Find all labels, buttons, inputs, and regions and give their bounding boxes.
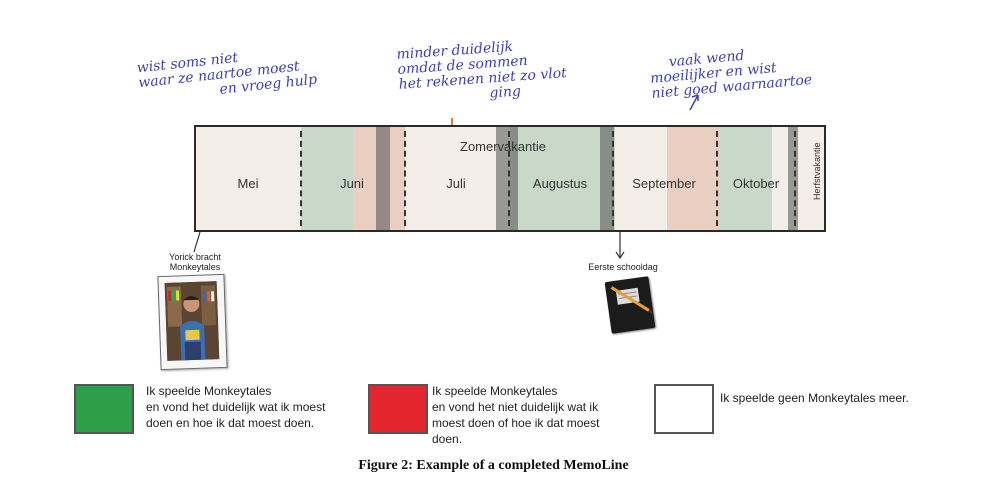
legend-line: Ik speelde geen Monkeytales meer.: [720, 391, 909, 405]
legend-line: moest doen of hoe ik dat moest: [432, 416, 600, 430]
start-marker-line: Yorick bracht: [169, 252, 221, 262]
legend-line: Ik speelde Monkeytales: [146, 384, 272, 398]
month-divider: [300, 131, 302, 226]
timeline-segment-grey: [600, 127, 614, 230]
legend-line: en vond het duidelijk wat ik moest: [146, 400, 326, 414]
school-marker-arrow: [615, 232, 625, 260]
legend-text-green: Ik speelde Monkeytales en vond het duide…: [146, 383, 325, 431]
month-label-mei: Mei: [237, 176, 259, 191]
month-divider: [404, 131, 406, 226]
summer-vacation-label: Zomervakantie: [460, 139, 546, 154]
timeline-segment-green: [719, 127, 772, 230]
month-label-augustus: Augustus: [532, 176, 588, 191]
start-marker-line: Monkeytales: [169, 262, 221, 272]
september-arrowhead: [691, 94, 699, 101]
month-divider: [716, 131, 718, 226]
legend-swatch-red: [368, 384, 428, 434]
start-marker-arrow: [193, 231, 201, 253]
month-label-september: September: [632, 176, 696, 191]
legend-swatch-white: [654, 384, 714, 434]
timeline-segment-green: [300, 127, 353, 230]
september-arrow: [689, 94, 699, 111]
school-start-label: Eerste schooldag: [588, 262, 658, 272]
autumn-vacation-label: Herfstvakantie: [812, 142, 822, 200]
timeline-segment-grey: [788, 127, 798, 230]
legend-line: en vond het niet duidelijk wat ik: [432, 400, 599, 414]
timeline-segment-green: [510, 127, 563, 230]
child-photo: [164, 281, 220, 361]
photo-card: [157, 273, 228, 371]
month-label-juli: Juli: [446, 176, 466, 191]
legend-text-red: Ik speelde Monkeytales en vond het niet …: [432, 383, 599, 447]
month-divider: [612, 131, 614, 226]
notebook-icon: [604, 276, 656, 334]
month-label-juni: Juni: [340, 176, 364, 191]
figure-caption: Figure 2: Example of a completed MemoLin…: [358, 458, 629, 473]
timeline-segment-grey: [376, 127, 390, 230]
month-label-oktober: Oktober: [732, 176, 780, 191]
memoline-timeline: Mei Juni Juli Augustus September Oktober: [194, 125, 826, 232]
legend-line: Ik speelde Monkeytales: [432, 384, 558, 398]
start-marker-label: Yorick bracht Monkeytales: [160, 252, 230, 272]
legend-swatch-green: [74, 384, 134, 434]
legend-text-white: Ik speelde geen Monkeytales meer.: [720, 390, 909, 406]
month-divider: [794, 131, 796, 226]
timeline-segment-grey: [496, 127, 518, 230]
notebook-illustration: [610, 286, 654, 315]
legend-line: doen.: [432, 432, 463, 446]
timeline-segment-red: [667, 127, 720, 230]
legend-line: doen en hoe ik dat moest doen.: [146, 416, 315, 430]
month-divider: [508, 131, 510, 226]
child-photo-illustration: [164, 281, 220, 361]
